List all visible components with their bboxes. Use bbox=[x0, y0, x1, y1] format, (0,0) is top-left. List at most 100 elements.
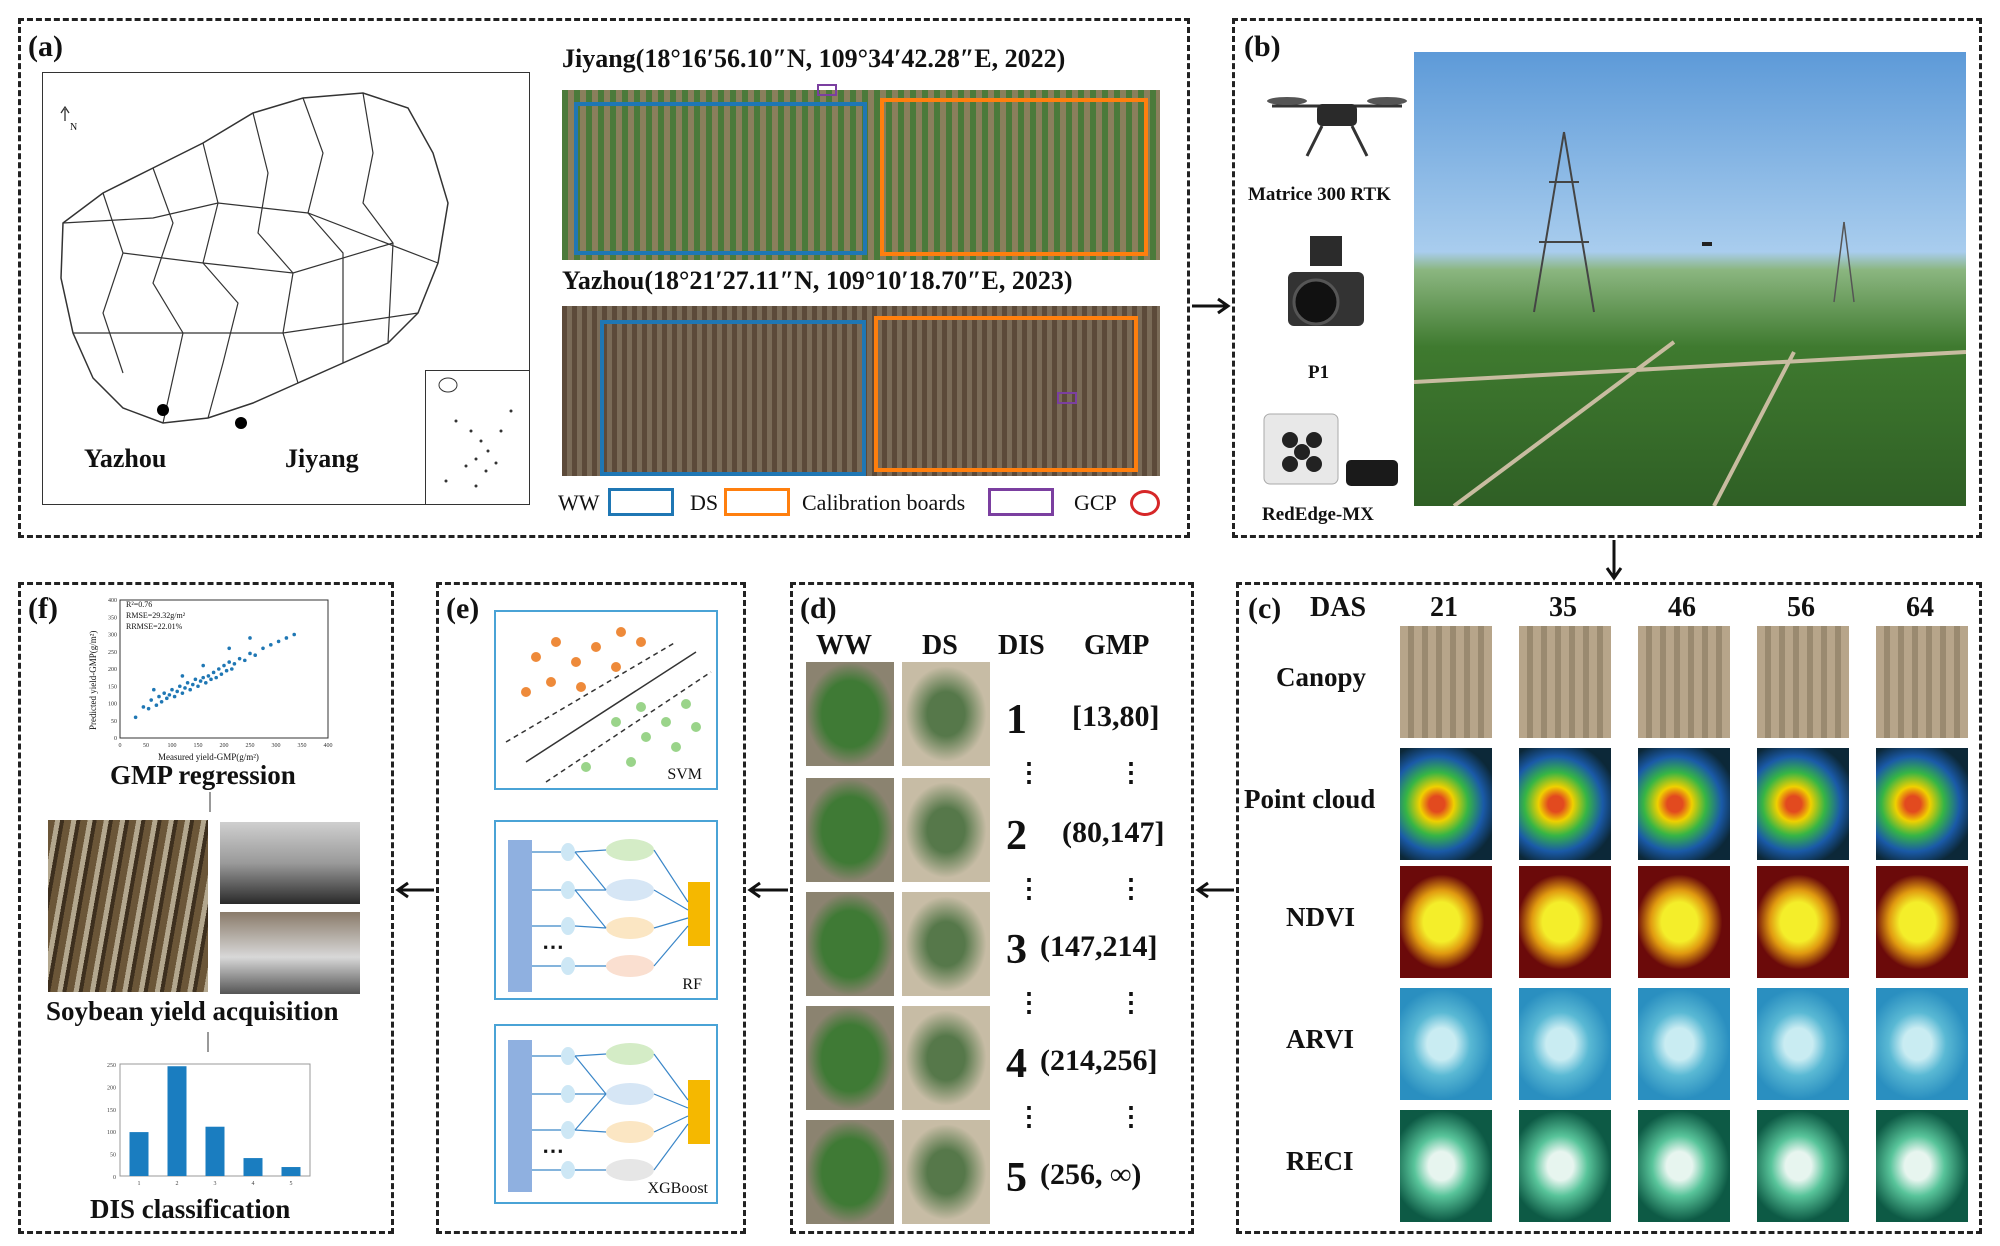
scatter-point-48 bbox=[248, 636, 252, 640]
site1-ww-box bbox=[574, 102, 867, 255]
site2-ww-box bbox=[600, 320, 866, 476]
yazhou-map-label: Yazhou bbox=[84, 444, 167, 473]
tile-arvi-21 bbox=[1400, 988, 1492, 1100]
field-photo bbox=[1413, 52, 1967, 508]
scatter-point-16 bbox=[185, 681, 190, 685]
bar-ytick-100: 100 bbox=[107, 1130, 116, 1136]
scatter-ytick-50: 50 bbox=[111, 719, 117, 725]
scatter-point-47 bbox=[227, 646, 231, 651]
panel-a-label: (a) bbox=[28, 30, 63, 63]
scatter-point-28 bbox=[217, 667, 221, 671]
site2-orthophoto bbox=[562, 306, 1160, 476]
drone-label: Matrice 300 RTK bbox=[1248, 184, 1391, 205]
caption-dis-classification: DIS classification bbox=[90, 1194, 291, 1224]
photo-ds-class-1 bbox=[902, 662, 990, 766]
panel-a bbox=[18, 18, 1190, 538]
legend-gcp-circle bbox=[1130, 490, 1160, 516]
scatter-point-36 bbox=[243, 658, 247, 663]
column-header-ww: WW bbox=[816, 630, 872, 661]
yield-photo-plants bbox=[48, 820, 208, 992]
bar-xtick-5: 5 bbox=[290, 1181, 293, 1187]
bar-xtick-3: 3 bbox=[214, 1181, 217, 1187]
tile-ndvi-64 bbox=[1876, 866, 1968, 978]
gmp-range-3: (147,214] bbox=[1040, 930, 1158, 963]
tile-arvi-46 bbox=[1638, 988, 1730, 1100]
tile-ndvi-56 bbox=[1757, 866, 1849, 978]
tile-canopy-46 bbox=[1638, 626, 1730, 738]
bar-xtick-2: 2 bbox=[176, 1181, 179, 1187]
bar-class-2 bbox=[167, 1066, 187, 1176]
rf-diagram: ⋯ RF bbox=[494, 820, 718, 1000]
caption-gmp-regression: GMP regression bbox=[110, 760, 296, 790]
scatter-xlabel: Measured yield-GMP(g/m²) bbox=[158, 752, 259, 762]
yield-photo-lab-1 bbox=[220, 822, 360, 904]
legend-ww-label: WW bbox=[558, 490, 600, 515]
scatter-xtick-350: 350 bbox=[298, 743, 307, 749]
scatter-point-20 bbox=[196, 684, 200, 689]
photo-ds-class-3 bbox=[902, 892, 990, 996]
dis-class-2: 2 bbox=[1006, 813, 1027, 859]
scatter-ytick-150: 150 bbox=[108, 684, 117, 690]
dis-dots-1: ⋮ bbox=[1016, 758, 1042, 787]
rf-ellipsis: ⋯ bbox=[542, 934, 564, 959]
legend-calib-label: Calibration boards bbox=[802, 490, 966, 515]
bar-ytick-250: 250 bbox=[107, 1063, 116, 1069]
scatter-xtick-50: 50 bbox=[143, 743, 149, 749]
dis-dots-2: ⋮ bbox=[1016, 874, 1042, 903]
arrow-a-to-b bbox=[1192, 297, 1231, 315]
bar-xtick-4: 4 bbox=[252, 1181, 255, 1187]
scatter-point-6 bbox=[159, 699, 164, 704]
legend-ww-swatch bbox=[608, 488, 674, 516]
scatter-xtick-0: 0 bbox=[119, 743, 122, 749]
gmp-dots-2: ⋮ bbox=[1118, 874, 1144, 903]
scatter-r2: R²=0.76 bbox=[126, 600, 153, 609]
scatter-rmse: RMSE=29.32g/m² bbox=[126, 611, 186, 620]
gmp-range-1: [13,80] bbox=[1072, 700, 1160, 733]
xgboost-diagram: ⋯ XGBoost bbox=[494, 1024, 718, 1204]
bar-ytick-200: 200 bbox=[107, 1085, 116, 1091]
scatter-point-18 bbox=[191, 682, 195, 687]
scatter-ytick-250: 250 bbox=[108, 650, 117, 656]
scatter-point-12 bbox=[175, 689, 179, 694]
gmp-dots-3: ⋮ bbox=[1118, 988, 1144, 1017]
scatter-point-37 bbox=[248, 651, 252, 656]
scatter-point-5 bbox=[157, 694, 161, 699]
scatter-point-32 bbox=[227, 660, 231, 664]
photo-ds-class-2 bbox=[902, 778, 990, 882]
photo-ds-class-5 bbox=[902, 1120, 990, 1224]
scatter-ylabel: Predicted yield-GMP(g/m²) bbox=[88, 630, 98, 730]
regression-up-arrow bbox=[209, 792, 211, 812]
bar-class-5 bbox=[281, 1167, 301, 1176]
row-label-ndvi: NDVI bbox=[1286, 902, 1356, 932]
dis-class-4: 4 bbox=[1006, 1041, 1027, 1087]
scatter-point-17 bbox=[188, 687, 192, 692]
bar-class-3 bbox=[205, 1126, 225, 1176]
scatter-ytick-350: 350 bbox=[108, 615, 117, 621]
scatter-point-19 bbox=[193, 677, 198, 682]
bar-class-1 bbox=[129, 1132, 149, 1176]
camera-icon bbox=[1288, 236, 1364, 326]
scatter-point-46 bbox=[201, 663, 205, 668]
site2-ds-box bbox=[874, 316, 1138, 472]
scatter-point-11 bbox=[172, 694, 177, 699]
dis-class-5: 5 bbox=[1006, 1155, 1027, 1201]
tile-arvi-56 bbox=[1757, 988, 1849, 1100]
das-day-64: 64 bbox=[1906, 592, 1934, 623]
scatter-point-0 bbox=[133, 715, 138, 720]
bar-ytick-50: 50 bbox=[110, 1153, 116, 1159]
scatter-point-34 bbox=[232, 662, 237, 666]
jiyang-map-label: Jiyang bbox=[285, 444, 359, 473]
gmp-range-4: (214,256] bbox=[1040, 1044, 1158, 1077]
legend-calib-swatch bbox=[988, 488, 1054, 516]
photo-ww-class-4 bbox=[806, 1006, 894, 1110]
panel-f-label: (f) bbox=[28, 592, 58, 625]
site2-calib-box bbox=[1057, 392, 1077, 404]
arrow-c-to-d bbox=[1195, 881, 1234, 899]
scatter-xtick-400: 400 bbox=[324, 743, 333, 749]
das-day-21: 21 bbox=[1430, 592, 1458, 623]
scatter-point-31 bbox=[224, 668, 229, 673]
scatter-point-9 bbox=[167, 693, 172, 697]
panel-d-label: (d) bbox=[800, 592, 837, 625]
